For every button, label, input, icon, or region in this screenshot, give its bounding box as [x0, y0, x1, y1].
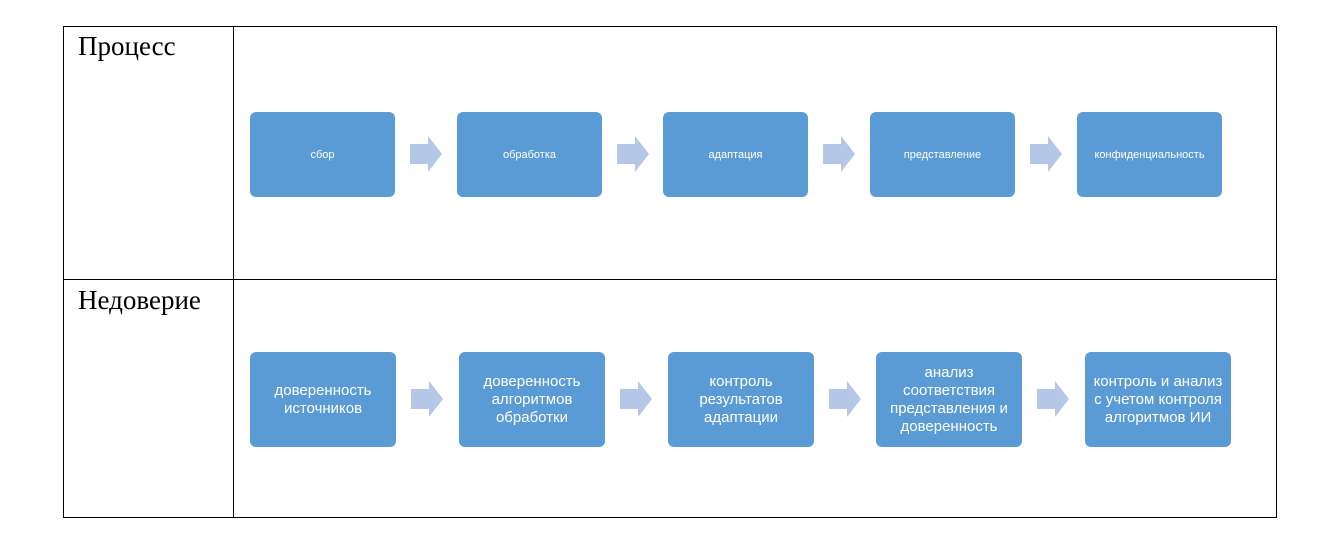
arrow-right-icon [1030, 136, 1062, 172]
arrow-right-icon [1037, 381, 1069, 417]
distrust-step-algorithms: доверенность алгоритмов обработки [459, 352, 605, 447]
row-process: Процесс [64, 27, 1276, 280]
process-step-adaptation: адаптация [663, 112, 808, 197]
row-label-cell: Недоверие [64, 280, 234, 517]
arrow-right-icon [411, 381, 443, 417]
row-label-process: Процесс [78, 31, 176, 61]
row-label-cell: Процесс [64, 27, 234, 279]
arrow-right-icon [620, 381, 652, 417]
process-step-collect: сбор [250, 112, 395, 197]
arrow-right-icon [410, 136, 442, 172]
process-step-confidentiality: конфиденциальность [1077, 112, 1222, 197]
distrust-step-results-control: контроль результатов адаптации [668, 352, 814, 447]
row-label-distrust: Недоверие [78, 285, 201, 315]
diagram-table: Процесс Недоверие [63, 26, 1277, 518]
process-step-processing: обработка [457, 112, 602, 197]
arrow-right-icon [617, 136, 649, 172]
arrow-right-icon [829, 381, 861, 417]
distrust-step-ai-control: контроль и анализ с учетом контроля алго… [1085, 352, 1231, 447]
process-step-representation: представление [870, 112, 1015, 197]
distrust-step-sources: доверенность источников [250, 352, 396, 447]
row-distrust: Недоверие [64, 280, 1276, 517]
arrow-right-icon [823, 136, 855, 172]
distrust-step-representation-analysis: анализ соответствия представления и дове… [876, 352, 1022, 447]
